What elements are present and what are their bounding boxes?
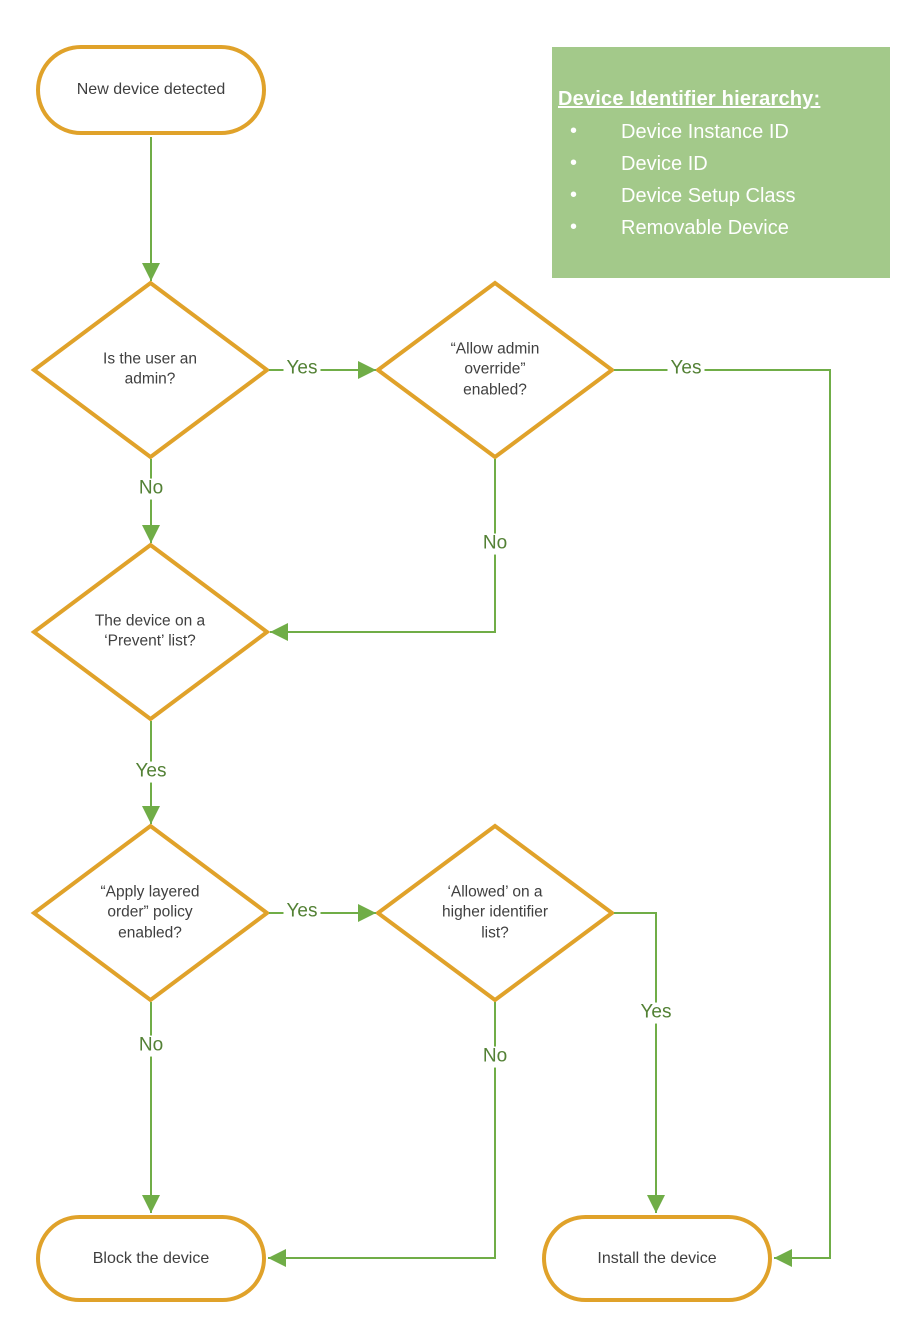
edge-label-higher-no: No	[479, 1046, 511, 1068]
decision-allow-admin-override-label: “Allow admin override” enabled?	[450, 340, 540, 399]
legend-title: Device Identifier hierarchy:	[558, 88, 821, 110]
edge-label-higher-yes: Yes	[637, 1002, 675, 1024]
edge-override-no-to-prevent-list	[270, 459, 496, 641]
decision-allowed-higher-identifier-label: ‘Allowed’ on a higher identifier list?	[442, 883, 548, 942]
edge-label-layered-yes: Yes	[283, 901, 321, 923]
terminal-start-label: New device detected	[76, 81, 226, 98]
decision-apply-layered-order	[30, 823, 271, 1003]
edge-label-layered-no: No	[135, 1035, 167, 1057]
decision-is-user-admin-label: Is the user an admin?	[103, 350, 197, 388]
edge-label-admin-no: No	[135, 478, 167, 500]
edge-label-override-no: No	[479, 533, 511, 555]
legend-item-removable-device: Removable Device	[558, 216, 884, 240]
edge-label-prevent-yes: Yes	[132, 761, 170, 783]
terminal-block-device: Block the device	[36, 1215, 266, 1302]
edge-label-admin-yes: Yes	[283, 358, 321, 380]
legend-item-device-instance-id: Device Instance ID	[558, 120, 884, 144]
edge-override-yes-to-install	[614, 369, 831, 1267]
decision-apply-layered-order-label: “Apply layered order” policy enabled?	[100, 883, 200, 942]
edge-label-override-yes: Yes	[667, 358, 705, 380]
decision-allowed-higher-identifier	[374, 823, 616, 1003]
decision-prevent-list-label: The device on a ‘Prevent’ list?	[94, 612, 206, 650]
device-identifier-hierarchy-panel: Device Identifier hierarchy: Device Inst…	[552, 47, 890, 278]
decision-is-user-admin	[30, 280, 271, 460]
decision-allow-admin-override	[374, 280, 616, 460]
terminal-install-label: Install the device	[597, 1249, 717, 1267]
edge-higher-yes-to-install	[614, 912, 665, 1213]
legend-item-device-setup-class: Device Setup Class	[558, 184, 884, 208]
terminal-block-label: Block the device	[92, 1249, 210, 1267]
legend-item-device-id: Device ID	[558, 152, 884, 176]
edge-higher-no-to-block	[268, 1002, 496, 1267]
terminal-install-device: Install the device	[542, 1215, 772, 1302]
decision-prevent-list	[30, 542, 271, 722]
terminal-start: New device detected	[36, 45, 266, 135]
legend-list: Device Instance ID Device ID Device Setu…	[558, 120, 884, 240]
